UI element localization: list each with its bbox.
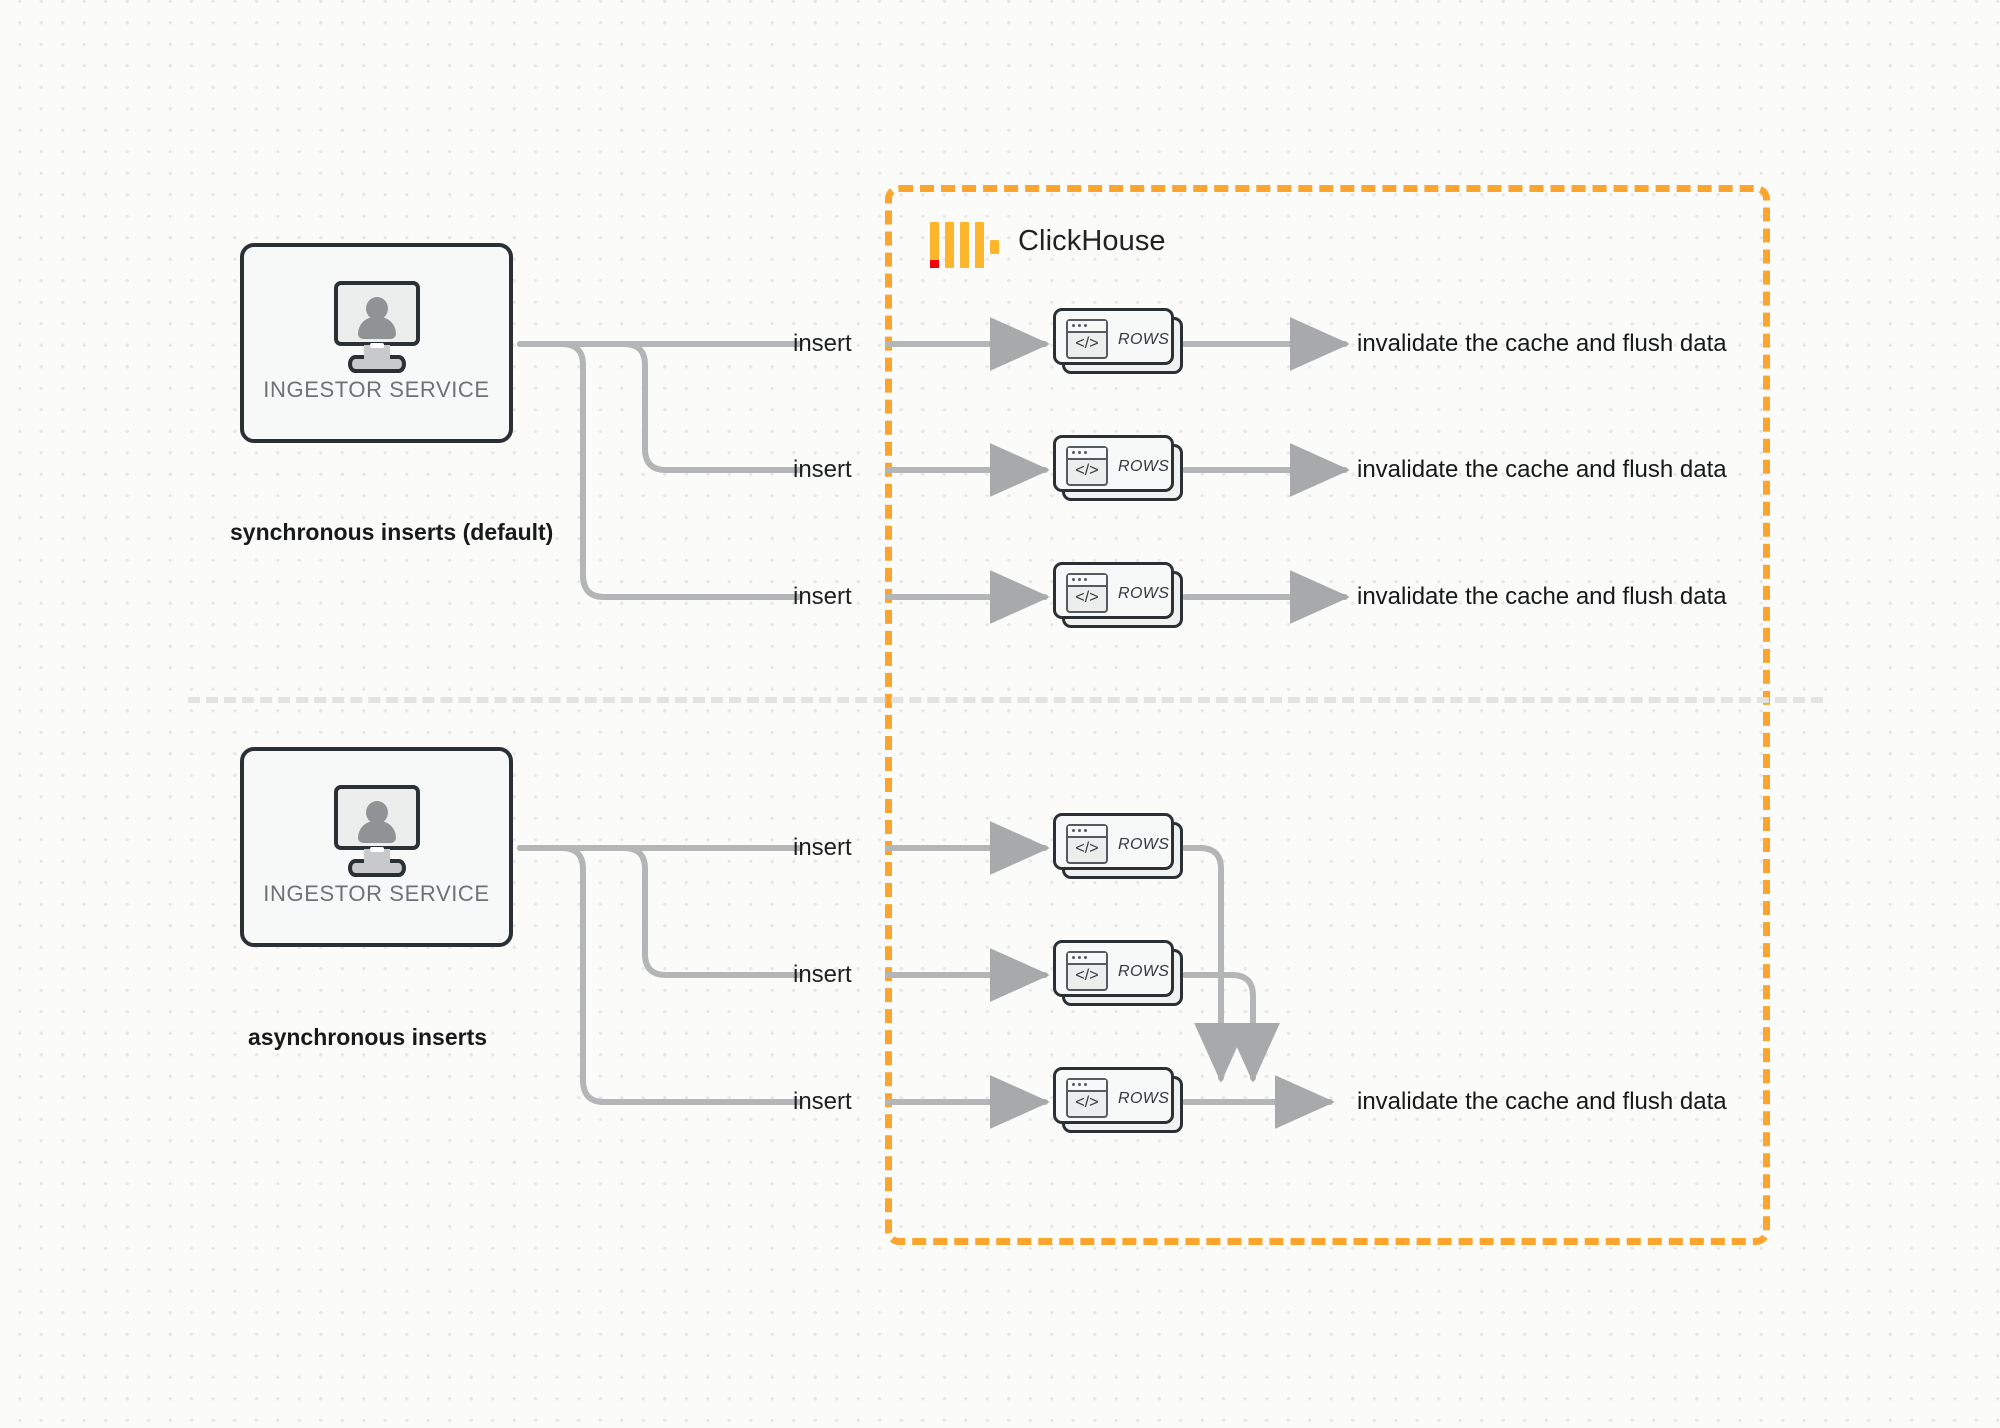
rows-card-async-1[interactable]: </> ROWS (1053, 813, 1183, 879)
code-window-icon: </> (1066, 573, 1108, 613)
insert-label-sync-3: insert (793, 583, 852, 610)
rows-card-async-1-label: ROWS (1118, 835, 1170, 853)
sink-label-async-1: invalidate the cache and flush data (1357, 1088, 1727, 1115)
rows-card-sync-3-label: ROWS (1118, 584, 1170, 602)
clickhouse-boundary (885, 185, 1770, 1245)
rows-card-sync-3[interactable]: </> ROWS (1053, 562, 1183, 628)
rows-card-async-2-label: ROWS (1118, 962, 1170, 980)
monitor-user-icon (328, 785, 426, 877)
section-divider (188, 697, 1823, 703)
section-caption-sync: synchronous inserts (default) (230, 519, 554, 545)
code-window-icon: </> (1066, 824, 1108, 864)
rows-card-async-2[interactable]: </> ROWS (1053, 940, 1183, 1006)
insert-label-async-1: insert (793, 834, 852, 861)
section-caption-async: asynchronous inserts (248, 1024, 488, 1050)
ingestor-service-sync-label: INGESTOR SERVICE (263, 377, 490, 402)
rows-card-sync-2-label: ROWS (1118, 457, 1170, 475)
rows-card-async-3[interactable]: </> ROWS (1053, 1067, 1183, 1133)
insert-label-async-3: insert (793, 1088, 852, 1115)
code-window-icon: </> (1066, 319, 1108, 359)
ingestor-service-sync[interactable]: INGESTOR SERVICE (240, 243, 513, 443)
rows-card-sync-2[interactable]: </> ROWS (1053, 435, 1183, 501)
clickhouse-title: ClickHouse (1018, 225, 1166, 257)
code-window-icon: </> (1066, 951, 1108, 991)
clickhouse-logo-icon (930, 222, 1000, 268)
ingestor-service-async[interactable]: INGESTOR SERVICE (240, 747, 513, 947)
monitor-user-icon (328, 281, 426, 373)
sink-label-sync-2: invalidate the cache and flush data (1357, 456, 1727, 483)
ingestor-service-async-label: INGESTOR SERVICE (263, 881, 490, 906)
insert-label-async-2: insert (793, 961, 852, 988)
code-window-icon: </> (1066, 446, 1108, 486)
sink-label-sync-1: invalidate the cache and flush data (1357, 330, 1727, 357)
rows-card-async-3-label: ROWS (1118, 1089, 1170, 1107)
insert-label-sync-2: insert (793, 456, 852, 483)
sink-label-sync-3: invalidate the cache and flush data (1357, 583, 1727, 610)
rows-card-sync-1[interactable]: </> ROWS (1053, 308, 1183, 374)
rows-card-sync-1-label: ROWS (1118, 330, 1170, 348)
code-window-icon: </> (1066, 1078, 1108, 1118)
insert-label-sync-1: insert (793, 330, 852, 357)
